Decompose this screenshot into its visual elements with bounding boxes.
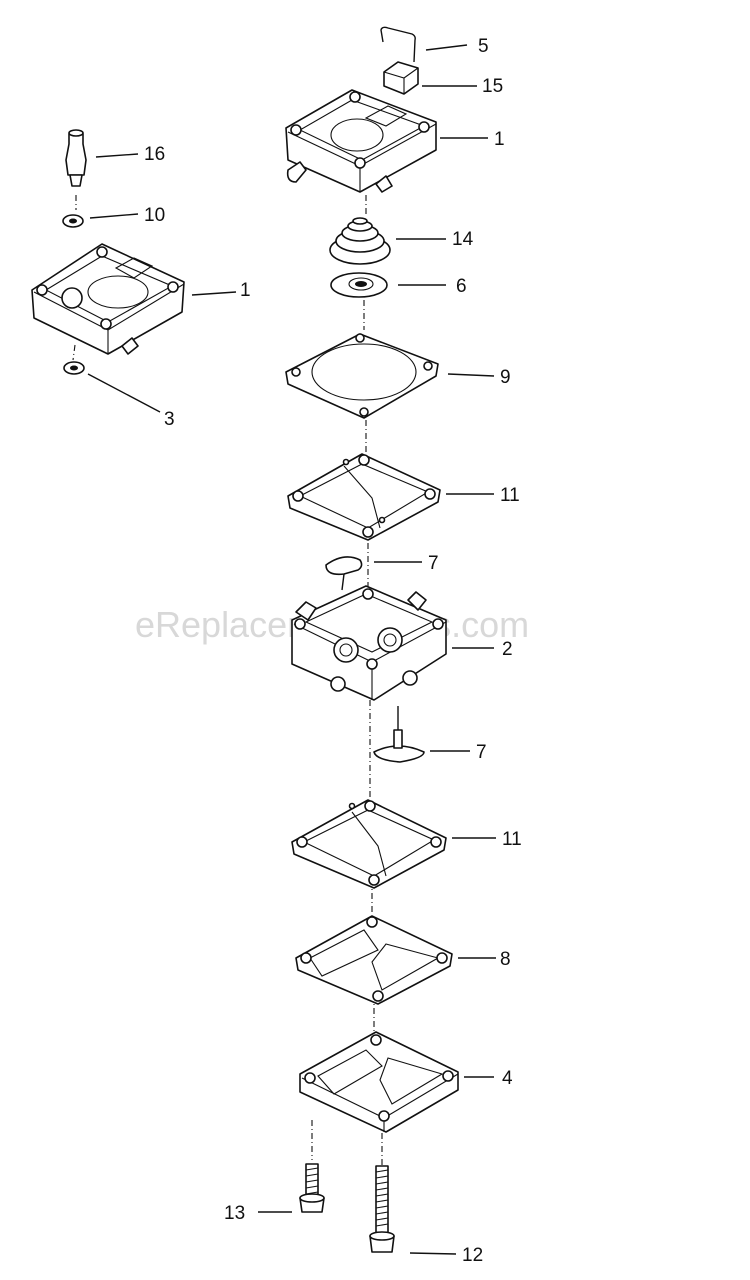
callout-7-upper: 7 [428,553,439,574]
screw-long-part [369,1165,457,1255]
callout-10: 10 [144,205,165,226]
callout-5: 5 [478,36,489,57]
callout-2: 2 [502,639,513,660]
pump-cover-top-part [285,89,488,193]
callout-1-top: 1 [494,129,505,150]
callout-16: 16 [144,144,165,165]
filter-block-part [383,61,477,95]
screw-short-part [258,1163,325,1213]
callout-9: 9 [500,367,511,388]
fitting-part [65,129,139,187]
callout-4: 4 [502,1068,513,1089]
check-valve-lower-part [373,706,470,763]
callout-11-upper: 11 [500,485,520,506]
callout-7-lower: 7 [476,742,487,763]
check-valve-upper-part [325,556,422,591]
washer-left-part [63,361,161,413]
callout-8: 8 [500,949,511,970]
wire-clip-part [380,26,468,63]
spring-part [329,217,446,265]
callout-12: 12 [462,1245,483,1266]
callout-1-left: 1 [240,280,251,301]
callout-11-lower: 11 [502,829,522,850]
assembly-axis [72,195,383,1165]
callout-13: 13 [224,1203,245,1224]
valve-gasket-lower-part [291,799,496,889]
valve-gasket-upper-part [287,453,494,541]
callout-6: 6 [456,276,467,297]
washer-large-part [330,272,446,298]
callout-15: 15 [482,76,503,97]
callout-14: 14 [452,229,474,250]
gasket-plate-part [295,915,496,1005]
base-plate-part [299,1031,494,1133]
gasket-round-part [285,333,495,419]
pump-body-part [291,585,494,701]
washer-small-part [62,213,139,228]
pump-cover-left-part [31,243,237,355]
callout-3: 3 [164,409,175,430]
